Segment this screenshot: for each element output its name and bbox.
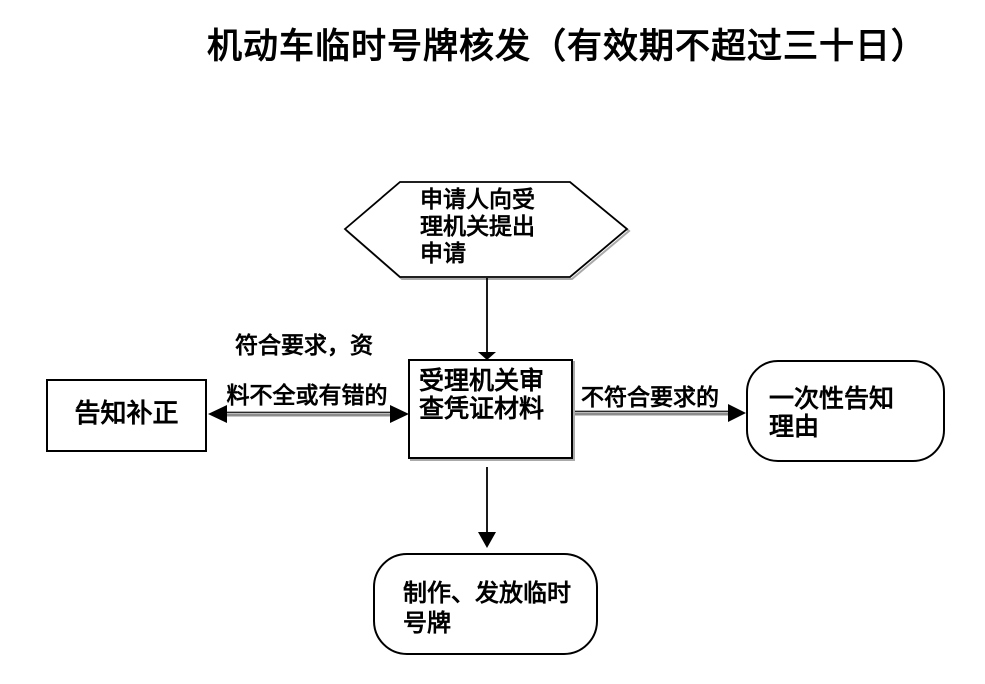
- start-hexagon-shape: [343, 181, 629, 278]
- node-review-box: 受理机关审 查凭证材料: [408, 359, 573, 459]
- reason-stadium-line-2: 理由: [769, 413, 820, 441]
- correction-box-label: 告知补正: [74, 398, 179, 428]
- reason-stadium-line-1: 一次性告知: [769, 385, 895, 413]
- review-box-line-2: 查凭证材料: [419, 395, 545, 423]
- arrow-review-to-reason: [575, 404, 746, 422]
- arrow-review-to-issue: [478, 467, 496, 548]
- review-box-line-1: 受理机关审: [419, 367, 545, 395]
- node-start-hexagon-label: 申请人向受 理机关提出 申请: [420, 186, 535, 267]
- node-reason-stadium: 一次性告知 理由: [746, 360, 945, 462]
- arrow-start-to-review: [478, 278, 496, 360]
- node-correction-box: 告知补正: [46, 379, 207, 452]
- start-hexagon-line-3: 申请: [420, 240, 466, 266]
- edge-label-left-line-2: 料不全或有错的: [226, 382, 388, 408]
- issue-stadium-line-1: 制作、发放临时: [403, 580, 571, 607]
- edge-label-left-line-1: 符合要求，资: [235, 332, 373, 358]
- issue-stadium-line-2: 号牌: [403, 610, 451, 637]
- page-title: 机动车临时号牌核发（有效期不超过三十日）: [206, 27, 928, 66]
- start-hexagon-line-1: 申请人向受: [420, 186, 535, 212]
- start-hexagon-line-2: 理机关提出: [420, 213, 535, 239]
- node-issue-stadium: 制作、发放临时 号牌: [373, 553, 598, 655]
- arrow-review-correction-bidirectional: [208, 405, 409, 423]
- edge-label-right: 不符合要求的: [581, 384, 719, 410]
